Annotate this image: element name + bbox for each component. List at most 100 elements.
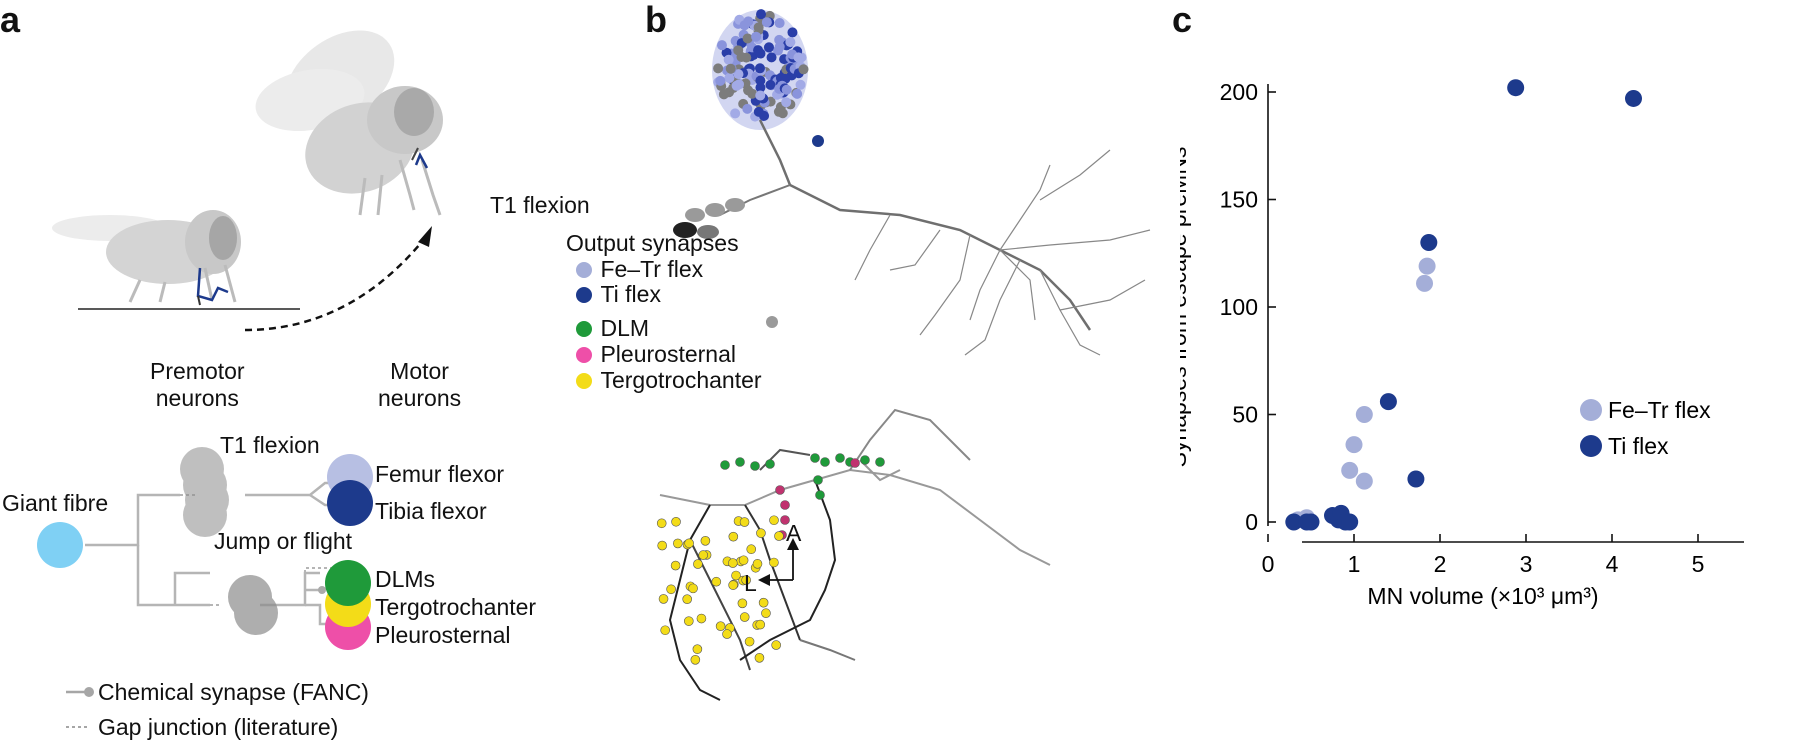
legend-marker (1580, 435, 1602, 457)
tergotrochanter-synapse (739, 517, 750, 527)
tergotrochanter-label: Tergotrochanter (375, 594, 537, 620)
y-tick-label: 0 (1245, 509, 1258, 535)
tergotrochanter-synapse (728, 531, 739, 542)
cluster-synapse (743, 16, 754, 27)
premotor-neuron-stack-jump (228, 575, 278, 635)
pleurosternal-synapse (850, 458, 860, 468)
cluster-synapse (733, 69, 744, 80)
cluster-synapse (763, 42, 774, 53)
t1-flexion-label: T1 flexion (220, 432, 320, 458)
dlm-synapse (860, 455, 870, 465)
tergotrochanter-synapse (700, 536, 711, 546)
tibia-flexor-label: Tibia flexor (375, 498, 487, 524)
legend-dlm-label: DLM (600, 315, 650, 341)
cluster-synapse (774, 18, 785, 29)
ti-point (1285, 513, 1303, 531)
dlm-synapse (810, 453, 820, 463)
cluster-synapse (718, 89, 729, 100)
standing-fly-icon (52, 210, 241, 306)
tergotrochanter-synapse (728, 558, 738, 568)
ti-point (1302, 513, 1320, 531)
legend-ti-swatch (576, 286, 592, 303)
dlm-synapse (820, 457, 830, 467)
tergotrochanter-synapse (755, 619, 766, 630)
cluster-synapse (723, 54, 734, 65)
cluster-synapse (755, 48, 766, 59)
x-tick-label: 4 (1606, 551, 1619, 577)
legend-pleurosternal-label: Pleurosternal (600, 341, 736, 367)
cluster-synapse (733, 45, 744, 56)
tergotrochanter-synapse (771, 640, 781, 650)
tergotrochanter-synapse (693, 559, 703, 569)
legend-tergotrochanter-label: Tergotrochanter (600, 367, 762, 393)
cluster-synapse (793, 52, 804, 63)
cluster-synapse (766, 52, 777, 63)
y-tick-label: 100 (1220, 294, 1258, 320)
leg-motor-neuron-arbor (719, 119, 1151, 356)
tergotrochanter-synapse (774, 531, 784, 541)
tergotrochanter-synapse (711, 576, 722, 587)
ti-point (1407, 470, 1425, 488)
tergotrochanter-synapse (744, 636, 755, 647)
fe-tr-point (1341, 461, 1359, 479)
legend-chemical-synapse: Chemical synapse (FANC) (98, 679, 369, 705)
pleurosternal-synapse (780, 500, 790, 510)
legend-ti: Ti flex (576, 283, 661, 306)
dlm-synapse (765, 459, 775, 469)
tergotrochanter-synapse (752, 559, 763, 569)
cluster-synapse (765, 79, 776, 90)
cluster-synapse (781, 84, 792, 95)
dlm-synapse (720, 460, 730, 470)
tergotrochanter-synapse (738, 555, 749, 566)
chart-points (1285, 79, 1642, 531)
x-tick-label: 0 (1262, 551, 1275, 577)
tergotrochanter-synapse (684, 538, 694, 549)
tibia-flexor-node (327, 480, 373, 526)
fe-tr-point (1355, 472, 1373, 490)
dlm-synapse (875, 457, 885, 467)
fe-tr-point (1345, 436, 1363, 454)
compass-l-label: L (744, 570, 757, 596)
cluster-synapse (773, 106, 784, 117)
tergotrochanter-synapse (761, 608, 771, 619)
motor-line-2: neurons (378, 385, 462, 411)
cluster-synapse (774, 41, 785, 52)
cluster-synapse (785, 37, 796, 48)
tergotrochanter-synapse (690, 655, 701, 665)
output-synapses-heading: Output synapses (566, 230, 739, 256)
panel-a-letter: a (0, 0, 21, 40)
fe-tr-point (1418, 257, 1436, 275)
ti-point (1625, 89, 1642, 107)
cluster-synapse (795, 79, 806, 90)
x-tick-label: 2 (1434, 551, 1447, 577)
leg-mn-synapse-cluster (712, 9, 809, 130)
legend-marker (1580, 399, 1602, 421)
tergotrochanter-synapse (739, 612, 750, 622)
tergotrochanter-synapse (660, 625, 670, 636)
premotor-line-2: neurons (155, 385, 239, 411)
tergotrochanter-synapse (682, 594, 693, 604)
dashed-arrow (244, 237, 426, 332)
cluster-synapse (798, 64, 809, 75)
fly-illustration (37, 30, 443, 728)
cluster-synapse (753, 106, 764, 117)
ti-point (1507, 79, 1525, 97)
cluster-synapse (713, 63, 724, 74)
tergotrochanter-synapse (666, 584, 676, 595)
jump-or-flight-label: Jump or flight (214, 528, 353, 554)
y-tick-label: 150 (1220, 187, 1258, 213)
cluster-synapse (731, 80, 742, 91)
legend-pleurosternal-swatch (576, 346, 592, 363)
cluster-synapse (754, 63, 765, 74)
cluster-synapse (747, 88, 758, 99)
cluster-synapse (725, 63, 736, 74)
ti-point (1420, 234, 1438, 251)
dlm-synapse (835, 453, 845, 463)
tergotrochanter-synapse (688, 583, 698, 594)
premotor-label: Premotor neurons (150, 360, 245, 410)
cluster-synapse (724, 72, 735, 83)
tergotrochanter-synapse (657, 540, 667, 551)
